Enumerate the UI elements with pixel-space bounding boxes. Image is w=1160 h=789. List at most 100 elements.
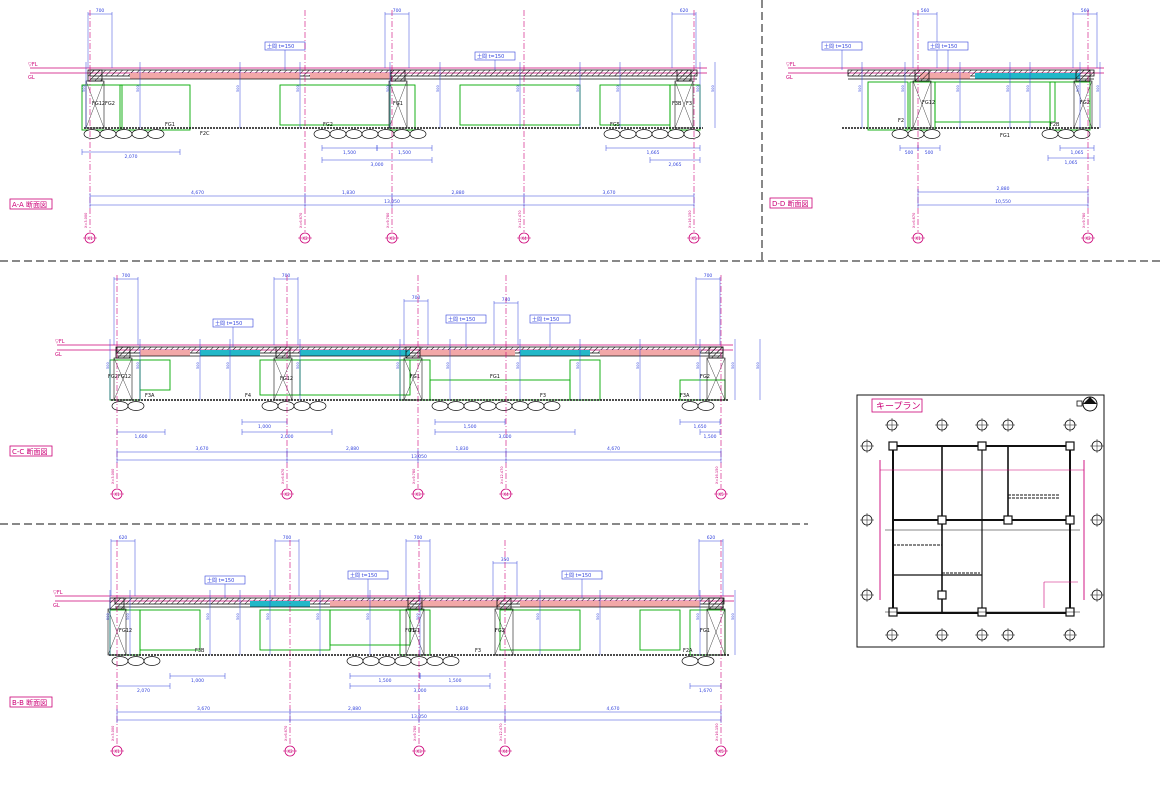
vertical-dim-text: 500 xyxy=(516,362,520,369)
gl-label: GL xyxy=(53,603,60,609)
vertical-dim-text: 500 xyxy=(731,613,735,620)
vertical-dim-text: 500 xyxy=(616,85,620,92)
footing-label: FG2 xyxy=(700,374,710,380)
grid-bubble-label: X2 xyxy=(287,749,293,754)
section-label-bb: B-B 断面図 xyxy=(9,696,53,708)
footing-label: F3 xyxy=(686,101,692,107)
span-dim-text: 2,880 xyxy=(346,446,359,452)
footing-stone xyxy=(697,656,715,666)
vertical-dim-text: 500 xyxy=(296,85,300,92)
slab-note-text: 土間 t=150 xyxy=(350,572,377,579)
span-dim-text: 3,670 xyxy=(197,706,210,712)
grid-bubble-label: X5 xyxy=(718,749,724,754)
top-dim-text: 700 xyxy=(283,535,292,541)
pier-diagonal xyxy=(674,80,694,129)
total-dim-text: 13,050 xyxy=(411,454,427,460)
vertical-dim-text: 500 xyxy=(266,613,270,620)
vertical-dim-text: 500 xyxy=(126,613,130,620)
vertical-dim-text: 500 xyxy=(386,85,390,92)
vertical-dim-text: 500 xyxy=(756,362,760,369)
footing-stone xyxy=(543,401,561,411)
footing-outline xyxy=(139,359,171,391)
footing-outline xyxy=(389,84,416,131)
footing-stone xyxy=(111,656,129,666)
section-label-cc-text: C-C 断面図 xyxy=(12,447,48,456)
grid-coord-label: X=3.000 xyxy=(111,726,115,741)
footing-stone xyxy=(361,129,379,139)
footing-outline xyxy=(399,359,431,401)
span-dim-text: 1,830 xyxy=(456,446,469,452)
key-plan-column xyxy=(977,441,987,451)
vertical-dim-text: 500 xyxy=(236,85,240,92)
slab-hatch xyxy=(847,69,1095,77)
grid-coord-label: X=3.000 xyxy=(111,469,115,484)
footing-label: FG1 xyxy=(410,374,420,380)
total-dim-text: 10,550 xyxy=(995,199,1011,205)
section-label-bb-text: B-B 断面図 xyxy=(12,698,47,707)
vertical-dim-text: 500 xyxy=(136,85,140,92)
footing-stone xyxy=(115,129,133,139)
footing-stone xyxy=(495,401,513,411)
footing-outline xyxy=(599,84,671,126)
footing-stone xyxy=(362,656,380,666)
footing-label: FG2 xyxy=(1080,100,1090,106)
grid-bubble-label: X2 xyxy=(1085,236,1091,241)
footing-stone xyxy=(603,129,621,139)
vertical-dim-text: 500 xyxy=(516,85,520,92)
vertical-dim-text: 500 xyxy=(536,613,540,620)
sub-dim-text: 500 xyxy=(925,150,934,156)
footing-outline xyxy=(429,379,571,401)
vertical-dim-text: 500 xyxy=(956,85,960,92)
footing-stone xyxy=(426,656,444,666)
footing-stone xyxy=(442,656,460,666)
grid-coord-label: X=16.150 xyxy=(715,723,719,741)
footing-label: FG1 xyxy=(405,628,415,634)
footing-stone xyxy=(143,656,161,666)
footing-stone xyxy=(527,401,545,411)
vertical-dim-text: 500 xyxy=(436,85,440,92)
sub-dim-text: 1,065 xyxy=(1065,160,1078,166)
column-block xyxy=(676,69,692,82)
sub-dim-text: 2,070 xyxy=(125,154,138,160)
vertical-dim-text: 500 xyxy=(236,613,240,620)
key-plan-column xyxy=(937,590,947,600)
footing-label: FG1 xyxy=(410,628,420,634)
vertical-dim-text: 500 xyxy=(711,85,715,92)
footing-outline xyxy=(867,81,909,131)
slab-infill-band xyxy=(300,350,410,356)
footing-stone xyxy=(127,656,145,666)
span-dim-text: 2,880 xyxy=(997,186,1010,192)
sub-dim-text: 3,000 xyxy=(371,162,384,168)
footing-stone xyxy=(147,129,165,139)
footing-outline xyxy=(119,84,191,131)
vertical-dim-text: 500 xyxy=(731,362,735,369)
sub-dim-text: 1,650 xyxy=(694,424,707,430)
footing-stone xyxy=(463,401,481,411)
span-dim-text: 3,670 xyxy=(603,190,616,196)
footing-label: F4 xyxy=(245,393,251,399)
footing-stone xyxy=(346,656,364,666)
top-dim-text: 700 xyxy=(122,273,131,279)
footing-stone xyxy=(1073,129,1091,139)
span-dim-text: 1,830 xyxy=(342,190,355,196)
footing-label: FG12 xyxy=(118,374,131,380)
footing-stone xyxy=(681,656,699,666)
top-dim-text: 560 xyxy=(1081,8,1090,14)
footing-stone xyxy=(309,401,327,411)
sub-dim-text: 1,500 xyxy=(343,150,356,156)
footing-stone xyxy=(394,656,412,666)
key-plan-column xyxy=(888,441,898,451)
top-dim-text: 700 xyxy=(96,8,105,14)
sub-dim-text: 1,000 xyxy=(191,678,204,684)
span-dim-text: 2,880 xyxy=(452,190,465,196)
footing-outline xyxy=(639,609,681,651)
footing-label: F3B xyxy=(195,648,205,654)
footing-stone xyxy=(447,401,465,411)
span-dim-text: 4,670 xyxy=(607,446,620,452)
grid-bubble-label: X2 xyxy=(284,492,290,497)
footing-stone xyxy=(431,401,449,411)
vertical-dim-text: 500 xyxy=(396,362,400,369)
